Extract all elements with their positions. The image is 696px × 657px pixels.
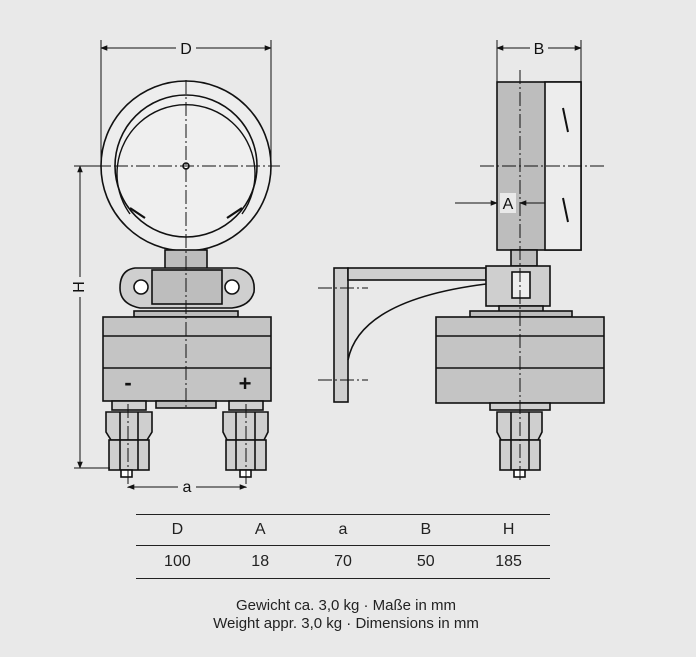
label-A: A	[503, 196, 514, 213]
table-cell: 185	[467, 545, 550, 579]
table-cell: 70	[301, 545, 385, 579]
label-B: B	[534, 41, 545, 58]
notes: Gewicht ca. 3,0 kg · Maße in mm Weight a…	[0, 597, 692, 633]
fitting-left	[105, 400, 153, 478]
label-H: H	[71, 281, 88, 293]
weight-note-de: Gewicht ca. 3,0 kg · Maße in mm	[235, 597, 457, 614]
table-row: 100 18 70 50 185	[136, 545, 550, 579]
port-plus-label: +	[239, 371, 252, 396]
table-header-cell: B	[384, 514, 468, 546]
side-view	[333, 81, 605, 478]
label-a: a	[183, 479, 192, 496]
wall-plate	[333, 267, 349, 403]
port-minus-label: -	[124, 370, 131, 395]
table-header-cell: A	[218, 514, 302, 546]
table-header-cell: H	[467, 514, 550, 546]
bracket-arm	[347, 267, 487, 281]
side-dimensions	[455, 40, 582, 206]
dimension-table: D A a B H 100 18 70 50 185	[136, 514, 550, 579]
table-cell: 18	[218, 545, 302, 579]
table-header-cell: D	[136, 514, 219, 546]
front-centerlines	[92, 80, 280, 488]
label-D: D	[180, 41, 192, 58]
table-cell: 100	[136, 545, 219, 579]
table-cell: 50	[384, 545, 468, 579]
table-header-row: D A a B H	[136, 514, 550, 546]
table-header-cell: a	[301, 514, 385, 546]
technical-drawing: D H a - +	[71, 40, 605, 496]
weight-note-en: Weight appr. 3,0 kg · Dimensions in mm	[213, 615, 479, 632]
measuring-body	[102, 316, 272, 402]
side-centerlines	[318, 70, 604, 482]
